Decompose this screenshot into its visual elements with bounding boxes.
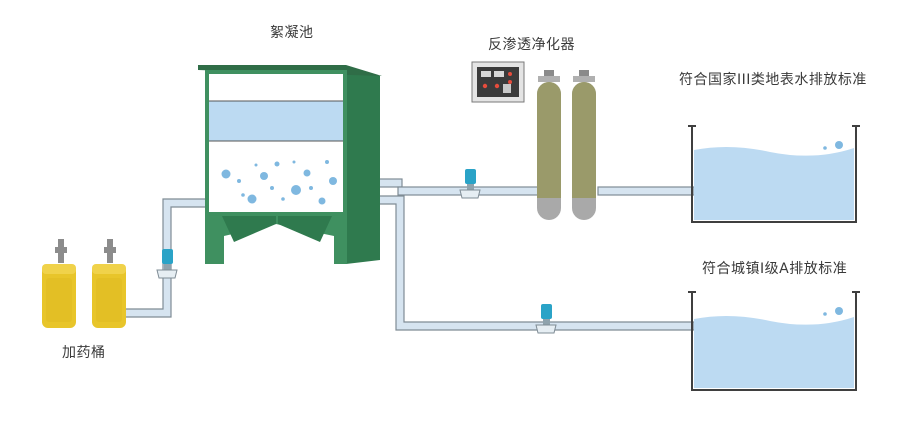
town-standard-pool [688, 291, 860, 391]
dosing-barrels-label: 加药桶 [62, 345, 106, 361]
transfer-pump-lower[interactable] [535, 304, 557, 334]
dosing-barrel [92, 239, 126, 328]
surface-water-pool [688, 125, 860, 223]
surface-water-standard-label: 符合国家III类地表水排放标准 [679, 72, 867, 88]
tank-bubbles [221, 160, 337, 205]
control-panel[interactable] [471, 61, 525, 103]
dosing-barrel [42, 239, 76, 328]
ro-filter [572, 70, 596, 220]
transfer-pump-upper[interactable] [459, 169, 481, 199]
dosing-pump[interactable] [156, 249, 178, 279]
ro-purifier-label: 反渗透净化器 [488, 37, 575, 53]
pipe-ro-to-surface-pool [597, 186, 695, 196]
pipe-tank-to-town-pool [364, 195, 695, 331]
dosing-barrels [42, 239, 126, 328]
town-standard-label: 符合城镇Ⅰ级A排放标准 [702, 261, 848, 277]
flocculation-tank-label: 絮凝池 [270, 25, 314, 41]
ro-filter [537, 70, 561, 220]
flocculation-tank [198, 65, 382, 264]
